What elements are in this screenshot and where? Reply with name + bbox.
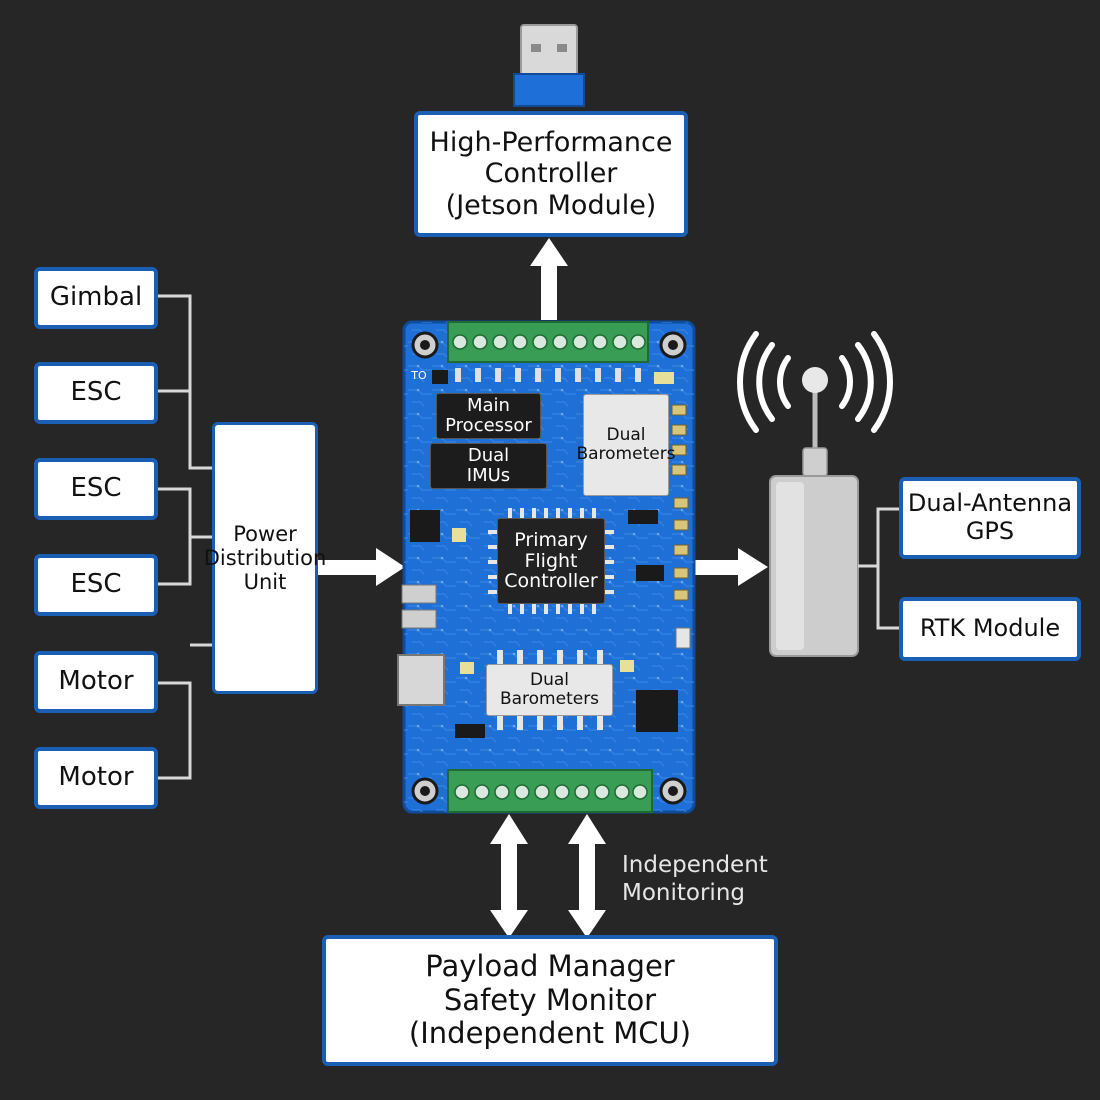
pdu-line-3: Unit xyxy=(243,570,287,595)
dual-imus-line-2: IMUs xyxy=(466,465,511,486)
peripheral-gimbal: Gimbal xyxy=(34,267,158,329)
gps-line-1: Dual-Antenna xyxy=(907,489,1073,518)
main-processor-chip: Main Processor xyxy=(436,393,541,439)
pdu-line-1: Power xyxy=(233,521,297,546)
payload-line-2: Safety Monitor xyxy=(443,982,657,1017)
dual-imus-chip: Dual IMUs xyxy=(430,443,547,489)
arrow-pdu-to-board xyxy=(318,548,405,586)
controller-line-2: Controller xyxy=(484,158,618,190)
dual-barometers-bottom-chip: Dual Barometers xyxy=(486,664,613,716)
bottom-terminal-block xyxy=(447,769,653,813)
peripheral-wiring xyxy=(158,294,214,780)
peripheral-label: ESC xyxy=(70,473,122,504)
peripheral-esc-1: ESC xyxy=(34,362,158,424)
dual-barometers-top-chip: Dual Barometers xyxy=(576,394,676,496)
gps-box: Dual-Antenna GPS xyxy=(899,477,1081,559)
payload-line-1: Payload Manager xyxy=(425,949,675,984)
peripheral-label: Motor xyxy=(58,762,134,793)
arrow-bidirectional-left xyxy=(490,814,528,938)
peripheral-label: ESC xyxy=(70,377,122,408)
peripheral-motor-2: Motor xyxy=(34,747,158,809)
barometers-top-line-1: Dual xyxy=(606,425,646,446)
monitoring-line-1: Independent xyxy=(622,852,768,878)
monitoring-line-2: Monitoring xyxy=(622,879,745,906)
barometers-bottom-line-2: Barometers xyxy=(499,689,600,709)
peripheral-label: ESC xyxy=(70,569,122,600)
barometers-top-line-2: Barometers xyxy=(576,444,676,464)
peripheral-esc-2: ESC xyxy=(34,458,158,520)
controller-box: High-Performance Controller (Jetson Modu… xyxy=(414,111,688,237)
primary-flight-controller-chip: Primary Flight Controller xyxy=(497,518,605,604)
peripheral-esc-3: ESC xyxy=(34,554,158,616)
pdu-line-2: Distribution xyxy=(203,545,327,570)
monitoring-note: Independent Monitoring xyxy=(622,852,768,907)
payload-manager-box: Payload Manager Safety Monitor (Independ… xyxy=(322,935,778,1066)
wireless-signal-icon xyxy=(737,331,893,433)
controller-line-1: High-Performance xyxy=(429,127,673,159)
gps-line-2: GPS xyxy=(965,517,1015,545)
peripheral-motor-1: Motor xyxy=(34,651,158,713)
gps-wiring xyxy=(858,507,900,630)
peripheral-label: Motor xyxy=(58,666,134,697)
dual-imus-line-1: Dual xyxy=(467,445,510,467)
payload-line-3: (Independent MCU) xyxy=(408,1016,692,1051)
gps-antenna-unit xyxy=(737,331,893,657)
arrow-up-to-controller xyxy=(530,238,568,320)
main-processor-line-2: Processor xyxy=(445,415,532,436)
top-terminal-block xyxy=(447,321,649,382)
arrow-bidirectional-right xyxy=(568,814,606,938)
power-distribution-unit: Power Distribution Unit xyxy=(204,422,326,694)
silkscreen-label: TO xyxy=(411,368,427,382)
rtk-label: RTK Module xyxy=(919,614,1061,643)
pfc-line-3: Controller xyxy=(504,570,598,593)
rtk-module-box: RTK Module xyxy=(899,597,1081,661)
main-processor-line-1: Main xyxy=(467,395,510,417)
peripheral-label: Gimbal xyxy=(49,282,143,313)
pfc-line-2: Flight xyxy=(524,549,578,572)
barometers-bottom-line-1: Dual xyxy=(529,670,569,691)
usb-connector-icon xyxy=(513,24,585,107)
pfc-line-1: Primary xyxy=(514,528,588,551)
controller-line-3: (Jetson Module) xyxy=(445,189,657,221)
arrow-board-to-gps xyxy=(692,548,768,586)
